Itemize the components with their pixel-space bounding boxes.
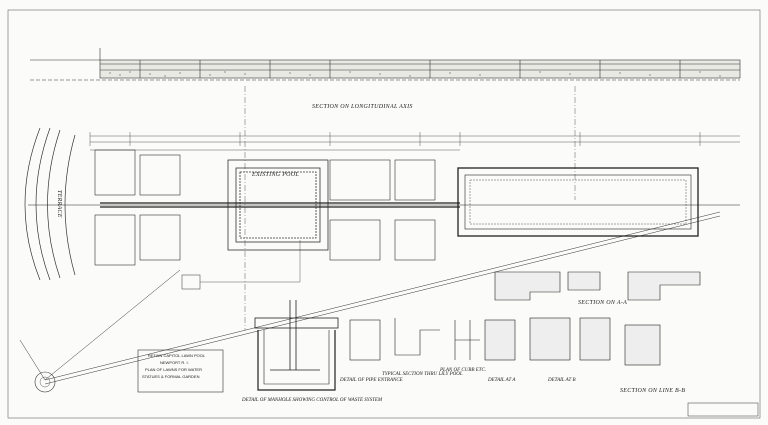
title-line1: RETAIN CAPITOL LAWN POOL bbox=[148, 353, 206, 358]
plan-of-curb-label: PLAN OF CURB ETC. bbox=[440, 368, 487, 373]
sump-detail bbox=[254, 300, 339, 391]
section-stipple bbox=[109, 71, 721, 77]
revision-block bbox=[687, 402, 759, 417]
sump-detail-label: DETAIL OF MANHOLE SHOWING CONTROL OF WAS… bbox=[242, 398, 383, 403]
dimension-lines bbox=[89, 132, 740, 151]
title-line2: NEWPORT R. I. bbox=[160, 360, 189, 365]
sheet-border bbox=[7, 9, 761, 419]
detail-a-label: DETAIL AT A bbox=[488, 378, 516, 383]
terrace-curve bbox=[24, 127, 76, 281]
diagonal-lines bbox=[19, 211, 721, 385]
title-line4: STATUES & FORMAL GARDEN bbox=[142, 374, 200, 379]
pipe-axis bbox=[28, 202, 740, 208]
title-block-frame bbox=[137, 349, 224, 393]
pool-edge-sections bbox=[494, 271, 701, 301]
typical-section-label: TYPICAL SECTION THRU LILY POOL bbox=[382, 372, 463, 377]
title-line3: PLAN OF LAWNS FOR WATER bbox=[145, 367, 202, 372]
detail-b-label: DETAIL AT B bbox=[548, 378, 576, 383]
manhole-circle bbox=[34, 371, 56, 393]
section-b-label: SECTION ON LINE B-B bbox=[620, 388, 686, 394]
lawn-beds bbox=[94, 149, 436, 266]
section-a-label: SECTION ON A-A bbox=[578, 300, 628, 306]
lily-pool bbox=[457, 167, 699, 237]
longitudinal-section bbox=[30, 48, 741, 81]
terrace-label: TERRACE bbox=[56, 190, 62, 218]
curb-details bbox=[349, 317, 661, 366]
existing-pool-label: EXISTING POOL bbox=[252, 172, 300, 178]
detail-pipe-label: DETAIL OF PIPE ENTRANCE bbox=[340, 378, 403, 383]
longitudinal-section-title: SECTION ON LONGITUDINAL AXIS bbox=[312, 104, 413, 110]
